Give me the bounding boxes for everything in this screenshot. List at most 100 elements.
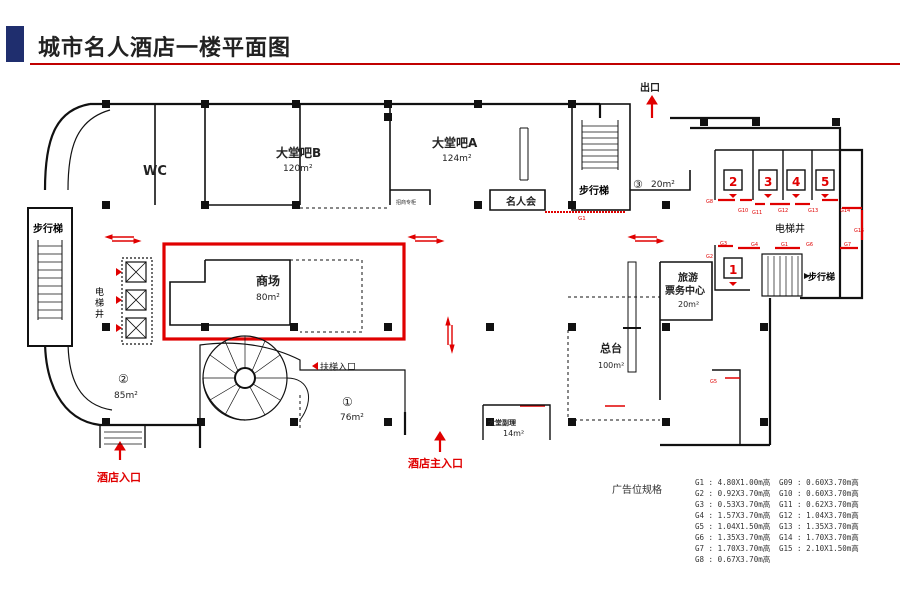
stair-entry-label: 扶梯入口 [320, 361, 356, 373]
lobby-manager-walls [482, 404, 551, 440]
mall-label: 商场 [256, 273, 280, 288]
hotel-entry-walls [99, 425, 146, 448]
travel-label-2: 票务中心 [665, 284, 705, 297]
hotel-entry-steps [104, 431, 142, 445]
elevator-3-label: 3 [764, 175, 772, 189]
elevator-5-label: 5 [821, 175, 829, 189]
ad-label-g7: G7 [844, 242, 851, 248]
travel-walls [659, 261, 713, 400]
stair-entry-marker [312, 362, 318, 370]
ad-spec-row: G09 : 0.60X3.70m高 [779, 478, 859, 487]
right-stair-arrow [804, 273, 810, 279]
header-accent-bar [6, 26, 24, 62]
left-elevator-markers [116, 268, 122, 332]
front-desk-counter [627, 261, 637, 373]
front-desk-area: 100m² [598, 361, 624, 370]
right-elevators [714, 149, 841, 291]
inner-curve-bottom [67, 339, 113, 411]
ad-spec-row: G7 : 1.70X3.70m高 [695, 544, 771, 553]
area1-walls [199, 342, 406, 425]
ad-label-g15: G15 [854, 228, 864, 234]
front-desk-ad-strips [520, 377, 740, 407]
front-desk-dashed-top [568, 296, 661, 323]
mall-dashed-boundary [290, 259, 363, 333]
lobby-bar-a-area: 124m² [442, 154, 472, 164]
small-counter-sign: 招商专柜 [396, 199, 416, 206]
ad-label-g4: G4 [751, 242, 758, 248]
lobby-manager-label: 大堂副理 [488, 418, 516, 427]
ad-label-g11: G11 [752, 210, 762, 216]
ad-label-g3: G3 [720, 241, 727, 247]
elevator-1-label: 1 [729, 263, 737, 277]
elevator-arrows [729, 194, 829, 286]
front-desk-wall-right [712, 369, 741, 445]
escalator-top-label: 步行梯 [579, 184, 609, 197]
header-rule [30, 63, 900, 65]
ad-spec-row: G5 : 1.04X1.50m高 [695, 522, 771, 531]
ad-label-g1: G1 [578, 216, 586, 222]
interior-walls [154, 104, 691, 211]
inner-curve-top [67, 109, 111, 191]
ad-label-g10: G10 [738, 208, 748, 214]
spiral-staircase [202, 335, 309, 421]
area3-number: ③ [633, 178, 643, 191]
elevator-4-label: 4 [792, 175, 800, 189]
area1-size: 76m² [340, 413, 364, 423]
ad-spec-row: G1 : 4.80X1.00m高 [695, 478, 771, 487]
ad-spec-row: G13 : 1.35X3.70m高 [779, 522, 859, 531]
ad-spec-row: G14 : 1.70X3.70m高 [779, 533, 859, 542]
exit-label: 出口 [640, 81, 660, 94]
ad-label-g8: G8 [706, 199, 713, 205]
ad-label-g5: G5 [710, 379, 717, 385]
wc-label: WC [143, 164, 167, 179]
ad-label-g2: G2 [706, 254, 713, 260]
top-escalator [571, 103, 631, 211]
ad-spec-row: G8 : 0.67X3.70m高 [695, 555, 771, 564]
left-stair [27, 207, 73, 347]
hotel-entry-label: 酒店入口 [97, 470, 141, 484]
ad-spec-title: 广告位规格 [612, 485, 662, 496]
ad-label-g12: G12 [778, 208, 788, 214]
travel-area: 20m² [678, 300, 699, 309]
lobby-bar-a-label: 大堂吧A [432, 135, 478, 150]
celebrity-club-label: 名人会 [506, 195, 536, 208]
area2-size: 85m² [114, 391, 138, 401]
ad-spec-left-column: G1 : 4.80X1.00m高 G2 : 0.92X3.70m高 G3 : 0… [695, 477, 770, 565]
lobby-manager-area: 14m² [503, 429, 524, 438]
stair-left-label: 步行梯 [33, 222, 63, 235]
ad-spec-row: G10 : 0.60X3.70m高 [779, 489, 859, 498]
ad-label-g14: G14 [840, 208, 850, 214]
left-elevator-label-2: 梯 [95, 297, 104, 309]
mall-area: 80m² [256, 293, 280, 303]
front-desk-dashed-bottom [567, 330, 660, 421]
left-elevator-label-3: 井 [95, 308, 104, 320]
ad-spec-row: G4 : 1.57X3.70m高 [695, 511, 771, 520]
outer-walls [43, 102, 864, 448]
main-entry-label: 酒店主入口 [408, 456, 463, 470]
left-elevators [121, 257, 153, 345]
area2-number: ② [118, 372, 129, 386]
right-stair [761, 253, 803, 297]
ad-spec-right-column: G09 : 0.60X3.70m高 G10 : 0.60X3.70m高 G11 … [779, 477, 859, 554]
page-title: 城市名人酒店一楼平面图 [38, 36, 292, 61]
lobby-bar-b-area: 120m² [283, 164, 313, 174]
columns [102, 100, 840, 426]
area3-size: 20m² [651, 180, 675, 190]
lobby-bar-b-label: 大堂吧B [276, 145, 321, 160]
ad-label-g1b: G1 [781, 242, 788, 248]
stair-right-label: 步行梯 [808, 271, 835, 283]
ad-spec-row: G2 : 0.92X3.70m高 [695, 489, 771, 498]
ad-spec-row: G15 : 2.10X1.50m高 [779, 544, 859, 553]
elevator-shaft-label: 电梯井 [775, 222, 805, 235]
ad-spec-row: G6 : 1.35X3.70m高 [695, 533, 771, 542]
ad-spec-row: G12 : 1.04X3.70m高 [779, 511, 859, 520]
flow-arrows [104, 95, 665, 460]
elevator-2-label: 2 [729, 175, 737, 189]
ad-label-g13: G13 [808, 208, 818, 214]
front-desk-label: 总台 [600, 341, 622, 355]
left-elevator-label-1: 电 [95, 286, 104, 298]
ad-spec-row: G3 : 0.53X3.70m高 [695, 500, 771, 509]
elevator-ad-strips [718, 198, 864, 250]
ad-label-g6: G6 [806, 242, 813, 248]
